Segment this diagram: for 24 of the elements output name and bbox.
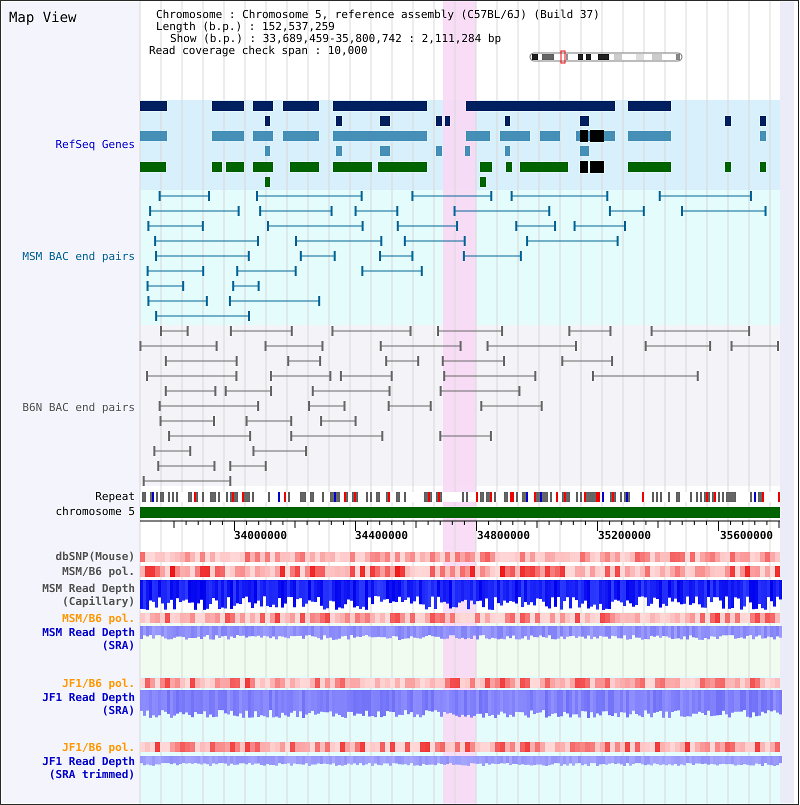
track-label: MSM Read Depth (Capillary) [41, 582, 135, 608]
track-label: dbSNP(Mouse) [54, 550, 135, 563]
panel-title: Map View [9, 10, 76, 26]
header-text: Chromosome : Chromosome 5, reference assembly (C57BL/6J) (Build 37) [156, 9, 600, 21]
header-text: Show (b.p.) : 33,689,459-35,800,742 : 2,111,284 bp [170, 33, 502, 45]
track-label: JF1/B6 pol. [61, 741, 135, 754]
track-label: JF1 Read Depth (SRA trimmed) [41, 755, 135, 781]
track-label: MSM Read Depth (SRA) [41, 626, 135, 652]
axis-tick-label: 35600000 [720, 529, 773, 542]
track-label: Repeat [94, 490, 135, 503]
track-label: MSM/B6 pol. [61, 612, 135, 625]
axis-tick-label: 34000000 [234, 529, 287, 542]
track-label: MSM BAC end pairs [21, 250, 135, 263]
track-label: MSM/B6 pol. [61, 565, 135, 578]
header-text: Length (b.p.) : 152,537,259 [156, 21, 335, 33]
track-label: JF1/B6 pol. [61, 677, 135, 690]
track-label: chromosome 5 [54, 505, 135, 518]
track-label: B6N BAC end pairs [21, 401, 135, 414]
axis-tick-label: 35200000 [598, 529, 651, 542]
track-label: RefSeq Genes [54, 138, 135, 151]
header-text: Read coverage check span : 10,000 [149, 45, 368, 57]
axis-tick-label: 34400000 [355, 529, 408, 542]
track-label: JF1 Read Depth (SRA) [41, 691, 135, 717]
axis-tick-label: 34800000 [477, 529, 530, 542]
